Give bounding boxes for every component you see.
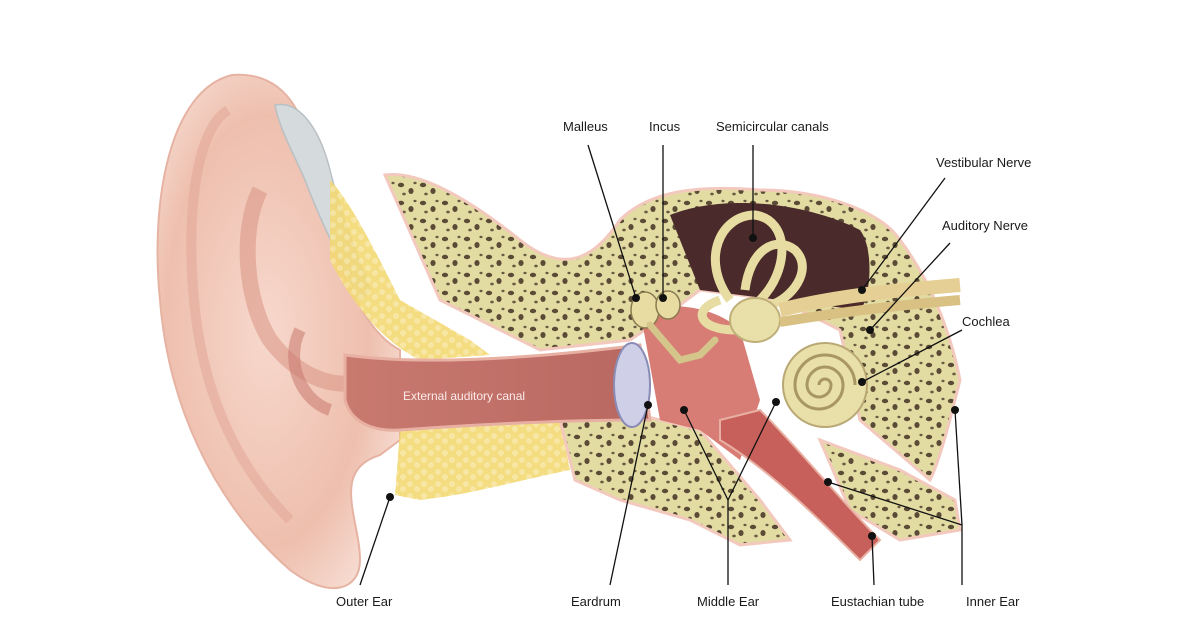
eustachian-tube-shape xyxy=(719,408,882,562)
fat-lower xyxy=(395,420,570,500)
label-inner-ear: Inner Ear xyxy=(966,594,1020,609)
label-cochlea: Cochlea xyxy=(962,314,1010,329)
label-vestibular-nerve: Vestibular Nerve xyxy=(936,155,1032,170)
leader-dots xyxy=(386,234,959,540)
label-incus: Incus xyxy=(649,119,681,134)
pinna xyxy=(156,73,401,589)
label-auditory-nerve: Auditory Nerve xyxy=(942,218,1028,233)
external-auditory-canal xyxy=(343,343,652,432)
label-middle-ear: Middle Ear xyxy=(697,594,760,609)
semicircular-canals-shape xyxy=(697,210,807,335)
label-external-auditory-canal: External auditory canal xyxy=(403,389,526,403)
label-malleus: Malleus xyxy=(563,119,608,134)
label-outer-ear: Outer Ear xyxy=(336,594,393,609)
nerves xyxy=(778,278,961,327)
label-eardrum: Eardrum xyxy=(571,594,621,609)
leader-lines xyxy=(359,144,963,586)
cochlea-shape xyxy=(782,342,868,428)
label-eustachian-tube: Eustachian tube xyxy=(831,594,925,609)
fat-upper xyxy=(330,180,490,360)
label-semicircular-canals: Semicircular canals xyxy=(716,119,829,134)
eardrum-shape xyxy=(613,342,651,428)
